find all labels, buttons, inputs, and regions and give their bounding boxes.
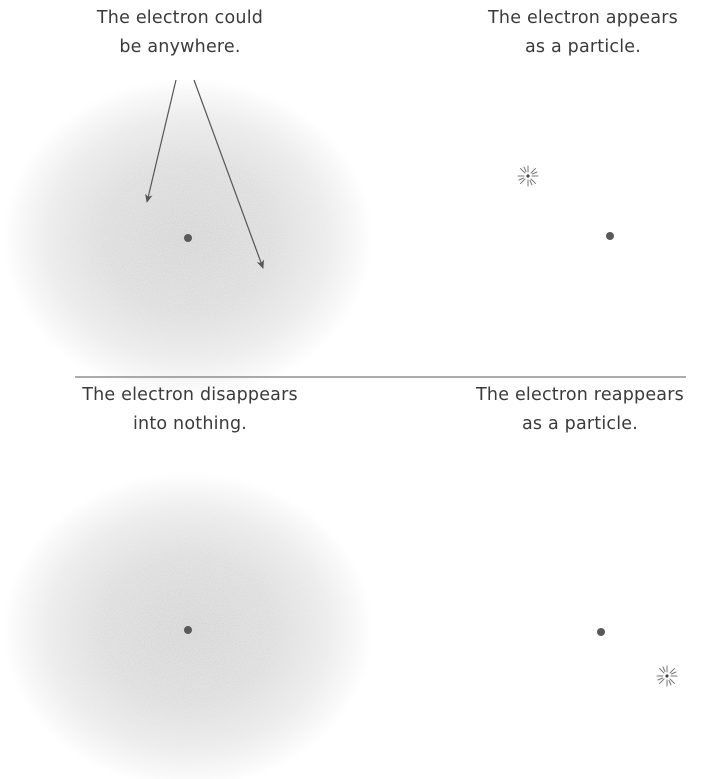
caption-line: as a particle.	[524, 37, 642, 57]
caption-line: The electron could	[96, 8, 264, 28]
panel-bottom-right	[597, 628, 678, 687]
sparkle-icon	[517, 165, 539, 187]
caption-line: into nothing.	[132, 414, 248, 434]
arrow-left	[145, 79, 177, 203]
caption-line: The electron reappears	[476, 385, 684, 405]
caption-line: The electron disappears	[82, 385, 298, 405]
caption-top-right: The electron appears as a particle.	[445, 4, 721, 62]
electron-dot	[184, 234, 192, 242]
probability-cloud	[3, 472, 373, 779]
panel-top-left	[3, 78, 373, 398]
electron-dot	[184, 626, 192, 634]
caption-top-left: The electron could be anywhere.	[30, 4, 330, 62]
caption-line: as a particle.	[521, 414, 639, 434]
electron-dot	[597, 628, 605, 636]
panel-bottom-left	[3, 472, 373, 779]
panel-top-right	[517, 165, 614, 240]
caption-bottom-right: The electron reappears as a particle.	[430, 381, 721, 439]
caption-line: The electron appears	[488, 8, 678, 28]
electron-dot	[606, 232, 614, 240]
sparkle-icon	[656, 665, 678, 687]
arrow-right	[193, 79, 264, 269]
caption-line: be anywhere.	[119, 37, 241, 57]
caption-bottom-left: The electron disappears into nothing.	[40, 381, 340, 439]
